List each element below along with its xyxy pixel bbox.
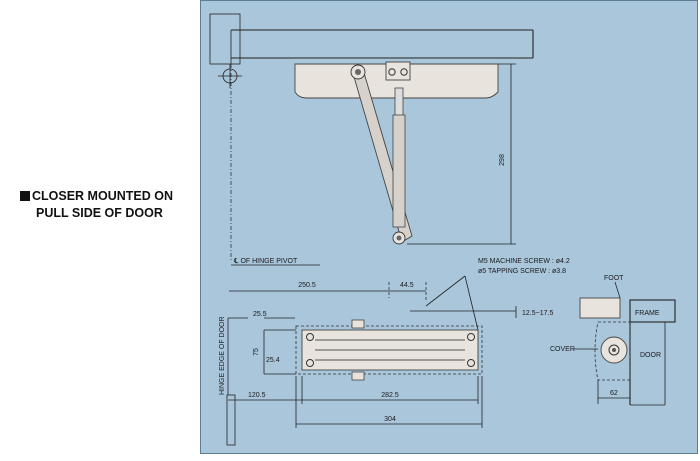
dim-25-4: 25.4 (266, 357, 280, 364)
valve-top (351, 319, 365, 329)
label-door: DOOR (640, 352, 661, 359)
shoe-bracket (385, 61, 411, 81)
dim-282-5: 282.5 (381, 392, 399, 399)
note-machine-screw: M5 MACHINE SCREW : ø4.2 (478, 258, 570, 265)
cover-side-outline (594, 321, 631, 381)
figure-caption: CLOSER MOUNTED ON PULL SIDE OF DOOR (20, 188, 200, 222)
forearm-tube (392, 114, 406, 228)
shoe-hole-left (388, 68, 396, 76)
dim-304: 304 (384, 416, 396, 423)
frame-box (629, 299, 676, 323)
side-view: FOOT FRAME DOOR COVER 62 (550, 275, 676, 406)
top-view: 298 (209, 13, 534, 262)
dim-25-5: 25.5 (253, 311, 267, 318)
screw-leader-1 (425, 275, 466, 307)
dim-75: 75 (253, 348, 260, 356)
dim-298: 298 (499, 154, 506, 166)
bottom-view: ℄ OF HINGE PIVOT 250.5 44.5 M5 MACHINE S… (219, 258, 570, 446)
hinge-edge-block (226, 394, 236, 446)
dim-12-5-17-5: 12.5~17.5 (522, 310, 553, 317)
valve-bottom (351, 371, 365, 381)
hinge-frame (209, 13, 241, 65)
caption-line-2: PULL SIDE OF DOOR (36, 206, 163, 220)
spindle-center (612, 348, 616, 352)
label-cover: COVER (550, 346, 575, 353)
dim-62: 62 (610, 390, 618, 397)
label-foot: FOOT (604, 275, 624, 282)
spindle-ring (608, 344, 620, 356)
arm-joint-center (396, 235, 402, 241)
mount-hole (306, 333, 314, 341)
cover-outline (295, 325, 483, 375)
label-hinge-edge: HINGE EDGE OF DOOR (219, 316, 226, 395)
square-bullet-icon (20, 191, 30, 201)
forearm-rod (394, 87, 404, 117)
label-hinge-pivot: ℄ OF HINGE PIVOT (233, 258, 298, 265)
closer-body-top (294, 63, 499, 99)
note-tapping-screw: ø5 TAPPING SCREW : ø3.8 (478, 268, 566, 275)
mount-hole (467, 333, 475, 341)
caption-line-1: CLOSER MOUNTED ON (32, 189, 173, 203)
screw-leader-2 (464, 275, 479, 331)
foot-bracket (579, 297, 621, 319)
dim-250-5: 250.5 (298, 282, 316, 289)
mount-hole (467, 359, 475, 367)
closer-diagram: 298 ℄ OF HINGE PIVOT 250.5 44.5 M5 MACHI… (200, 0, 698, 454)
mount-hole (306, 359, 314, 367)
foot-leader (614, 281, 621, 299)
dim-44-5: 44.5 (400, 282, 414, 289)
shoe-hole-right (400, 68, 408, 76)
diagram-panel: 298 ℄ OF HINGE PIVOT 250.5 44.5 M5 MACHI… (200, 0, 700, 456)
dim-120-5: 120.5 (248, 392, 266, 399)
arm-pivot-center (355, 69, 361, 75)
label-frame: FRAME (635, 310, 660, 317)
